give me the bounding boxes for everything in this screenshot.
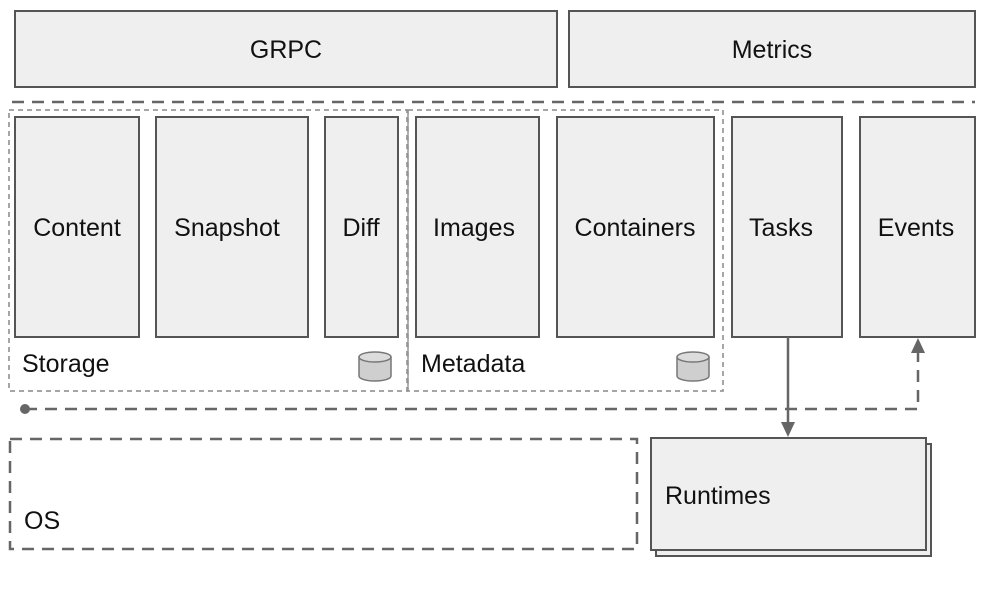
metrics-box: Metrics	[568, 10, 976, 88]
containers-box: Containers	[556, 116, 715, 338]
diff-box: Diff	[324, 116, 399, 338]
runtimes-box: Runtimes	[650, 437, 932, 557]
events-label: Events	[878, 214, 954, 242]
tasks-label: Tasks	[749, 214, 813, 242]
events-box: Events	[859, 116, 976, 338]
content-label: Content	[33, 214, 121, 242]
storage-database-icon	[358, 351, 392, 382]
snapshot-box: Snapshot	[155, 116, 309, 338]
metadata-group-label: Metadata	[421, 350, 525, 378]
tasks-box: Tasks	[731, 116, 843, 338]
metrics-label: Metrics	[732, 36, 813, 64]
grpc-label: GRPC	[250, 36, 322, 64]
os-group: OS	[8, 437, 639, 551]
metadata-database-icon	[676, 351, 710, 382]
images-label: Images	[433, 214, 515, 242]
tasks-to-runtimes-arrow	[781, 337, 795, 437]
storage-group: Storage	[8, 109, 408, 392]
os-label: OS	[24, 507, 60, 535]
metadata-group: Metadata	[407, 109, 724, 392]
containers-label: Containers	[575, 214, 696, 242]
storage-group-label: Storage	[22, 350, 110, 378]
images-box: Images	[415, 116, 540, 338]
runtimes-label: Runtimes	[665, 482, 771, 510]
snapshot-label: Snapshot	[174, 214, 280, 242]
events-arrowhead	[911, 338, 925, 353]
diff-label: Diff	[342, 214, 379, 242]
content-box: Content	[14, 116, 140, 338]
events-connector	[20, 338, 925, 414]
grpc-box: GRPC	[14, 10, 558, 88]
